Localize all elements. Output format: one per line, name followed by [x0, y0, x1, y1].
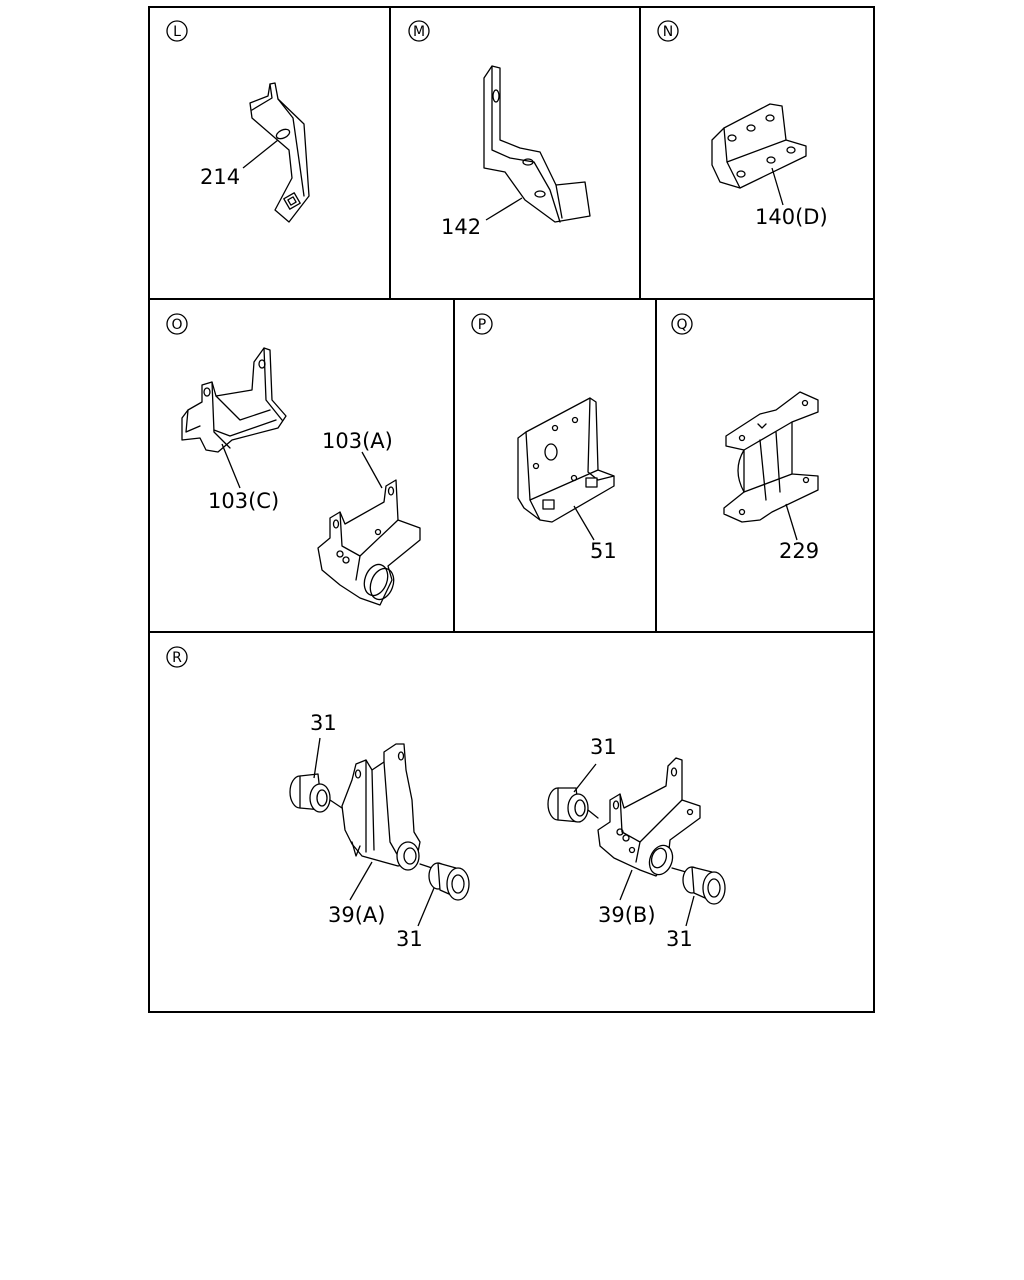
bushing-31-lower-left-drawing [419, 862, 470, 901]
svg-text:N: N [663, 24, 673, 40]
leader-39b [619, 869, 633, 901]
panel-letter-n: N [657, 20, 679, 42]
leader-31-upper-right [573, 763, 597, 793]
panel-o: O 103(C) 103(A) [166, 313, 421, 606]
bushing-31-upper-right-drawing [547, 787, 599, 823]
bushing-31-lower-right-drawing [671, 866, 726, 905]
svg-text:R: R [172, 650, 182, 666]
bracket-229-drawing [723, 391, 819, 523]
leader-214 [242, 139, 279, 169]
svg-text:L: L [173, 24, 181, 40]
part-label-103c: 103(C) [208, 489, 279, 513]
part-label-31-lower-left: 31 [396, 927, 423, 951]
part-label-31-upper-right: 31 [590, 735, 617, 759]
panel-l: L 214 [166, 20, 310, 223]
bracket-140d-drawing [711, 103, 807, 189]
panel-letter-p: P [471, 313, 493, 335]
panel-n: N 140(D) [657, 20, 828, 229]
bracket-103a-drawing [317, 479, 421, 606]
leader-103c [221, 443, 241, 489]
part-label-103a: 103(A) [322, 429, 393, 453]
part-label-142: 142 [441, 215, 481, 239]
leader-229 [785, 503, 798, 541]
part-label-51: 51 [590, 539, 617, 563]
part-label-140d: 140(D) [755, 205, 828, 229]
panel-grid [148, 6, 875, 1013]
part-label-39a: 39(A) [328, 903, 385, 927]
svg-text:Q: Q [676, 317, 687, 333]
leader-31-lower-left [417, 887, 435, 927]
panel-q: Q 229 [671, 313, 819, 563]
svg-text:P: P [478, 317, 486, 333]
bracket-39a-drawing [341, 743, 421, 871]
svg-text:O: O [171, 317, 182, 333]
panel-r: R 31 39( [166, 646, 726, 951]
leader-140d [771, 167, 784, 206]
bracket-103c-drawing [181, 347, 287, 453]
leader-31-upper-left [313, 737, 321, 779]
part-label-31-lower-right: 31 [666, 927, 693, 951]
bushing-31-upper-left-drawing [289, 773, 343, 813]
leader-103a [361, 451, 383, 489]
leader-31-lower-right [685, 895, 695, 927]
bracket-39b-drawing [597, 757, 701, 877]
panel-letter-r: R [166, 646, 188, 668]
part-label-229: 229 [779, 539, 819, 563]
panel-letter-l: L [166, 20, 188, 42]
bracket-51-drawing [517, 397, 615, 523]
part-label-31-upper-left: 31 [310, 711, 337, 735]
panel-letter-q: Q [671, 313, 693, 335]
bracket-142-drawing [483, 65, 591, 223]
panel-m: M 142 [408, 20, 591, 239]
leader-51 [573, 505, 595, 541]
bracket-214-drawing [249, 82, 310, 223]
panel-p: P 51 [471, 313, 617, 563]
part-label-214: 214 [200, 165, 240, 189]
leader-142 [485, 197, 523, 221]
leader-39a [349, 861, 373, 901]
panel-letter-o: O [166, 313, 188, 335]
svg-text:M: M [413, 24, 425, 40]
part-label-39b: 39(B) [598, 903, 656, 927]
panel-letter-m: M [408, 20, 430, 42]
